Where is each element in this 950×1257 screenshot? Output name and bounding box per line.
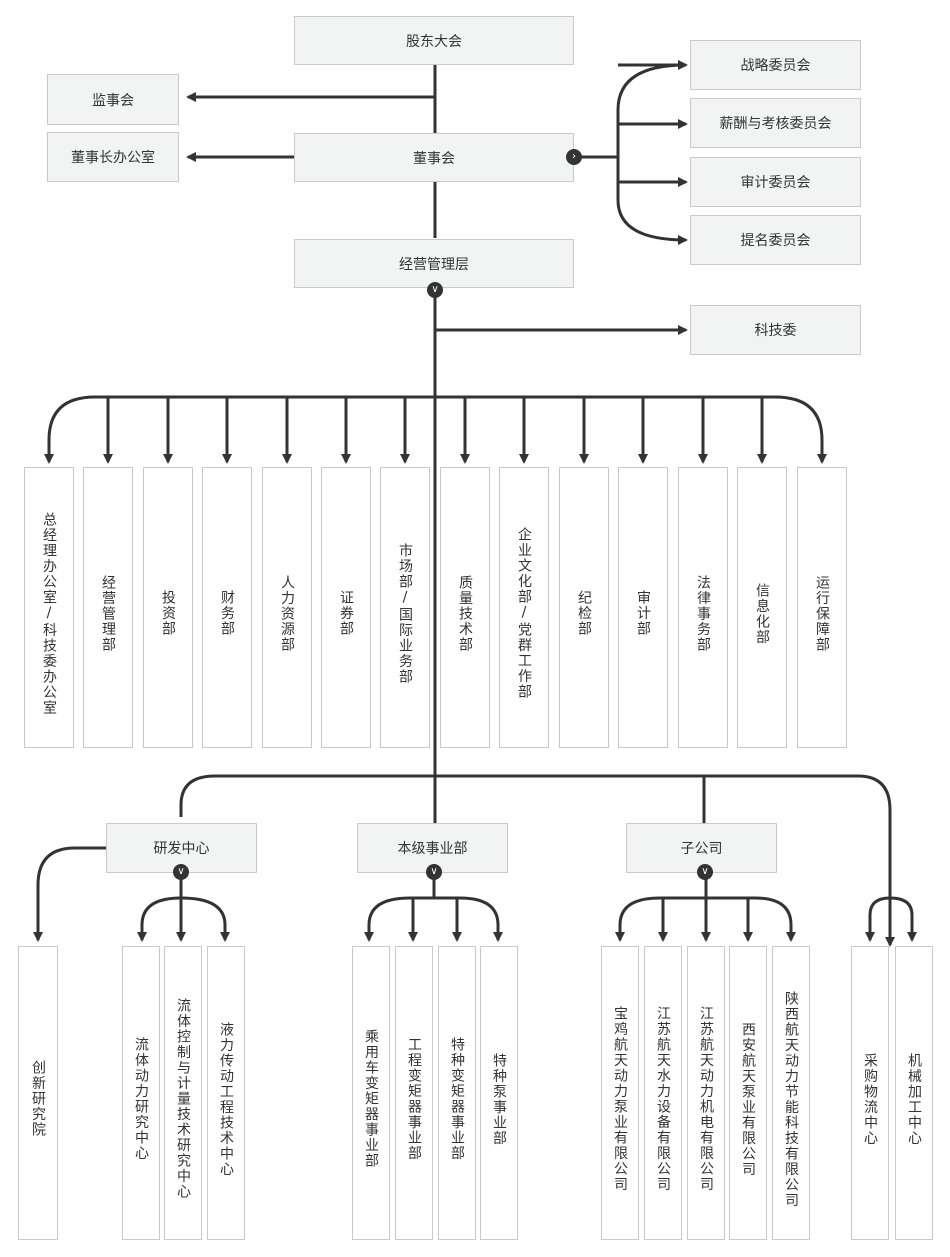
rd-child-label: 流体控制与计量技术研究中心 xyxy=(175,998,191,1200)
dept-label: 财务部 xyxy=(219,590,235,637)
direct-child-1: 机械加工中心 xyxy=(895,946,933,1240)
dept-3: 财务部 xyxy=(202,467,252,748)
subsidiaries-label: 子公司 xyxy=(680,841,723,857)
rd-child-3: 液力传动工程技术中心 xyxy=(207,946,245,1240)
rd-child-0: 创新研究院 xyxy=(18,946,58,1240)
bu-child-label: 乘用车变矩器事业部 xyxy=(363,1029,379,1169)
dept-label: 证券部 xyxy=(338,590,354,637)
sub-child-label: 陕西航天动力节能科技有限公司 xyxy=(783,990,799,1208)
dept-label: 人力资源部 xyxy=(279,574,295,653)
committee-label: 战略委员会 xyxy=(740,58,811,74)
dept-label: 投资部 xyxy=(160,590,176,637)
dept-label: 运行保障部 xyxy=(814,574,830,653)
committee-compensation: 薪酬与考核委员会 xyxy=(690,98,861,148)
chevron-down-icon: ∨ xyxy=(173,864,189,880)
bu-child-label: 特种变矩器事业部 xyxy=(449,1037,465,1161)
sub-child-3: 西安航天泵业有限公司 xyxy=(729,946,767,1240)
bu-child-3: 特种泵事业部 xyxy=(480,946,518,1240)
bu-child-label: 特种泵事业部 xyxy=(491,1052,507,1146)
shareholders-label: 股东大会 xyxy=(406,33,462,50)
chevron-down-icon: ∨ xyxy=(426,864,442,880)
sub-child-label: 江苏航天动力机电有限公司 xyxy=(698,1006,714,1192)
rd-child-1: 流体动力研究中心 xyxy=(122,946,160,1240)
tech-committee-label: 科技委 xyxy=(754,323,797,339)
dept-2: 投资部 xyxy=(143,467,193,748)
direct-child-label: 采购物流中心 xyxy=(862,1052,878,1146)
dept-4: 人力资源部 xyxy=(262,467,312,748)
business-units-label: 本级事业部 xyxy=(397,841,468,857)
dept-0: 总经理办公室/科技委办公室 xyxy=(24,467,74,748)
dept-label: 经营管理部 xyxy=(100,574,116,653)
dept-1: 经营管理部 xyxy=(83,467,133,748)
committee-label: 薪酬与考核委员会 xyxy=(719,116,832,132)
dept-8: 企业文化部/党群工作部 xyxy=(499,467,549,748)
direct-child-0: 采购物流中心 xyxy=(851,946,889,1240)
dept-11: 法律事务部 xyxy=(678,467,728,748)
dept-label: 信息化部 xyxy=(754,582,770,645)
management-label: 经营管理层 xyxy=(399,256,469,273)
committee-label: 审计委员会 xyxy=(740,175,811,191)
dept-12: 信息化部 xyxy=(737,467,787,748)
chevron-down-icon: ∨ xyxy=(697,864,713,880)
dept-label: 市场部/国际业务部 xyxy=(397,542,413,685)
chairman-office-label: 董事长办公室 xyxy=(71,150,155,166)
management-box: 经营管理层 xyxy=(294,239,574,288)
rd-child-label: 创新研究院 xyxy=(30,1060,46,1138)
dept-13: 运行保障部 xyxy=(797,467,847,748)
direct-child-label: 机械加工中心 xyxy=(906,1052,922,1146)
dept-5: 证券部 xyxy=(321,467,371,748)
dept-7: 质量技术部 xyxy=(440,467,490,748)
rd-center-label: 研发中心 xyxy=(153,841,210,857)
rd-child-label: 液力传动工程技术中心 xyxy=(218,1021,234,1177)
dept-10: 审计部 xyxy=(618,467,668,748)
sub-child-label: 江苏航天水力设备有限公司 xyxy=(655,1006,671,1192)
sub-child-0: 宝鸡航天动力泵业有限公司 xyxy=(601,946,639,1240)
chevron-right-icon: › xyxy=(566,149,582,165)
rd-child-2: 流体控制与计量技术研究中心 xyxy=(164,946,202,1240)
rd-child-label: 流体动力研究中心 xyxy=(133,1037,149,1161)
chairman-office-box: 董事长办公室 xyxy=(47,132,179,182)
dept-label: 审计部 xyxy=(635,590,651,637)
sub-child-4: 陕西航天动力节能科技有限公司 xyxy=(772,946,810,1240)
board-label: 董事会 xyxy=(413,150,455,167)
sub-child-label: 西安航天泵业有限公司 xyxy=(740,1021,756,1177)
committee-nomination: 提名委员会 xyxy=(690,215,861,265)
dept-label: 企业文化部/党群工作部 xyxy=(516,527,532,700)
committee-label: 提名委员会 xyxy=(740,233,811,249)
shareholders-box: 股东大会 xyxy=(294,16,574,65)
supervisors-box: 监事会 xyxy=(47,74,179,125)
dept-label: 纪检部 xyxy=(576,590,592,637)
bu-child-label: 工程变矩器事业部 xyxy=(406,1037,422,1161)
sub-child-label: 宝鸡航天动力泵业有限公司 xyxy=(612,1006,628,1192)
dept-9: 纪检部 xyxy=(559,467,609,748)
bu-child-0: 乘用车变矩器事业部 xyxy=(352,946,390,1240)
bu-child-1: 工程变矩器事业部 xyxy=(395,946,433,1240)
dept-label: 质量技术部 xyxy=(457,574,473,653)
sub-child-1: 江苏航天水力设备有限公司 xyxy=(644,946,682,1240)
dept-label: 法律事务部 xyxy=(695,574,711,653)
bu-child-2: 特种变矩器事业部 xyxy=(438,946,476,1240)
committee-audit: 审计委员会 xyxy=(690,157,861,207)
dept-6: 市场部/国际业务部 xyxy=(380,467,430,748)
dept-label: 总经理办公室/科技委办公室 xyxy=(41,511,57,716)
supervisors-label: 监事会 xyxy=(92,92,134,109)
committee-strategy: 战略委员会 xyxy=(690,40,861,90)
tech-committee-box: 科技委 xyxy=(690,305,861,355)
board-box: 董事会 xyxy=(294,133,574,182)
sub-child-2: 江苏航天动力机电有限公司 xyxy=(687,946,725,1240)
chevron-down-icon: ∨ xyxy=(427,282,443,298)
